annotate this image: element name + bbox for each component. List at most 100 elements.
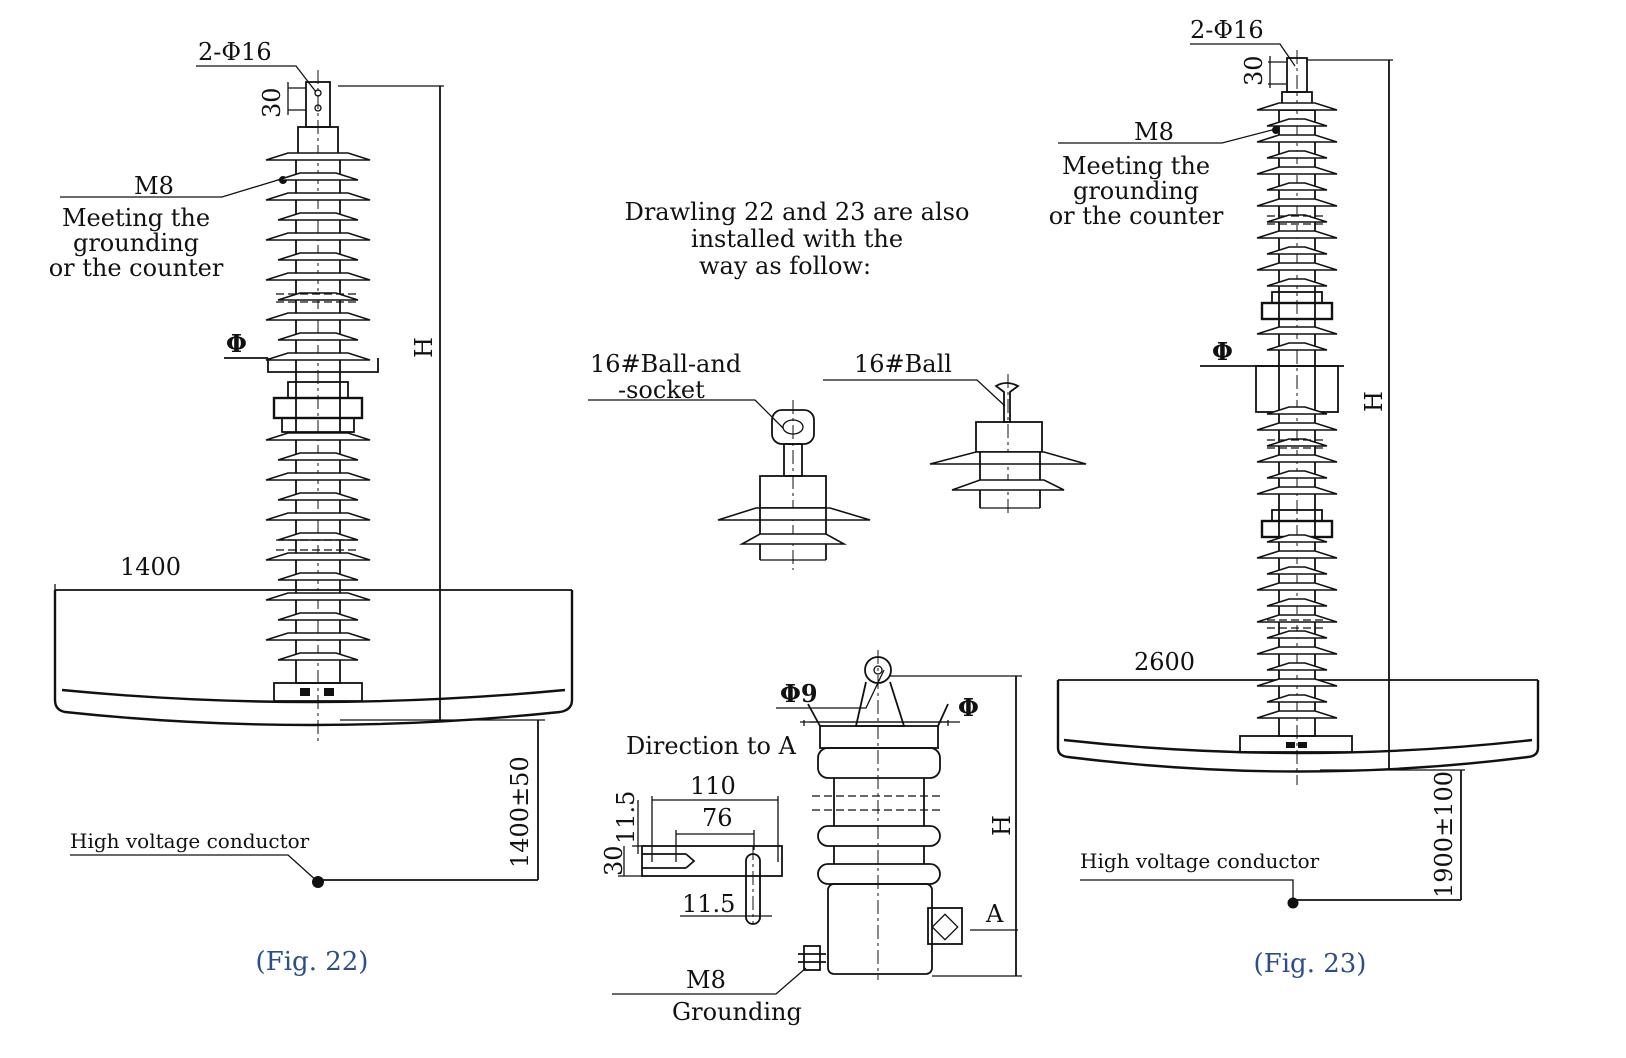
shed xyxy=(265,232,371,241)
shed xyxy=(1256,646,1338,655)
ball-socket-label-1: 16#Ball-and xyxy=(590,350,741,378)
detail-section-label: A xyxy=(985,900,1004,928)
detail-bolt-label: M8 xyxy=(686,966,726,994)
fig22-sheds xyxy=(265,152,371,661)
fig22-dim-30: 30 xyxy=(258,87,286,118)
shed xyxy=(1266,438,1328,447)
fig23-clearance-label: 1900±100 xyxy=(1430,771,1458,898)
intro-line-2: installed with the xyxy=(691,225,903,253)
fig22-note-line-1: Meeting the xyxy=(62,204,210,232)
shed xyxy=(265,512,371,521)
shed xyxy=(265,192,371,201)
fig23-top-hole-label: 2-Φ16 xyxy=(1190,16,1264,44)
fig22-conductor-curve xyxy=(61,688,566,704)
dim-11-5-top-label: 11.5 xyxy=(612,791,640,844)
ball-fitting xyxy=(823,374,1087,516)
shed xyxy=(265,432,371,441)
shed xyxy=(1266,214,1328,223)
ball-label: 16#Ball xyxy=(854,350,952,378)
shed xyxy=(277,612,359,621)
shed xyxy=(1256,230,1338,239)
intro-line-3: way as follow: xyxy=(699,252,871,280)
shed xyxy=(1256,454,1338,463)
shed xyxy=(1266,246,1328,255)
shed xyxy=(1266,470,1328,479)
direction-a-plate xyxy=(618,796,783,925)
shed xyxy=(277,172,359,181)
shed xyxy=(265,592,371,601)
shed xyxy=(277,252,359,261)
shed xyxy=(265,272,371,281)
shed xyxy=(277,532,359,541)
shed xyxy=(1266,662,1328,671)
shed xyxy=(277,452,359,461)
detail-hole-label: Φ9 xyxy=(780,679,818,708)
shed xyxy=(265,552,371,561)
fig22-phi-bracket xyxy=(267,358,379,373)
fig23-width-label: 2600 xyxy=(1134,648,1195,676)
shed xyxy=(1256,582,1338,591)
shed xyxy=(265,312,371,321)
shed xyxy=(1256,678,1338,687)
fig23-note-line-2: grounding xyxy=(1073,177,1199,205)
shed xyxy=(1266,342,1328,351)
shed xyxy=(277,652,359,661)
shed xyxy=(265,152,371,161)
fig23-phi-label: Φ xyxy=(1212,337,1233,366)
shed xyxy=(1256,326,1338,335)
detail-phi-label: Φ xyxy=(958,693,979,722)
fig22-note-line-3: or the counter xyxy=(49,254,224,282)
fig23-conductor-label: High voltage conductor xyxy=(1080,849,1320,873)
shed xyxy=(277,212,359,221)
fig23-base xyxy=(1239,735,1353,753)
dim-110-label: 110 xyxy=(690,772,736,800)
fig23-note-line-3: or the counter xyxy=(1049,202,1224,230)
fig22-note-line-2: grounding xyxy=(73,229,199,257)
fig23-caption: (Fig. 23) xyxy=(1254,949,1367,979)
fig22-clearance-label: 1400±50 xyxy=(506,756,534,868)
fig22-conductor-label: High voltage conductor xyxy=(70,829,310,853)
shed xyxy=(1256,166,1338,175)
shed xyxy=(1266,406,1328,415)
fig23-conductor-curve xyxy=(1063,738,1533,755)
fig22-caption: (Fig. 22) xyxy=(256,947,369,977)
shed xyxy=(1256,550,1338,559)
fig22-bolt-label: M8 xyxy=(134,172,174,200)
shed xyxy=(1256,422,1338,431)
fig23-conductor-frame xyxy=(1056,680,1540,773)
fig22-base xyxy=(273,682,363,702)
dim-76-label: 76 xyxy=(702,804,733,832)
shed xyxy=(277,572,359,581)
shed xyxy=(1256,102,1338,111)
shed xyxy=(1266,278,1328,287)
shed xyxy=(1266,630,1328,639)
shed xyxy=(1266,694,1328,703)
fig23-sheds xyxy=(1256,102,1338,719)
intro-line-1: Drawling 22 and 23 are also xyxy=(625,198,970,226)
shed xyxy=(265,472,371,481)
shed xyxy=(277,292,359,301)
fig22-width-label: 1400 xyxy=(120,553,181,581)
dim-11-5-bottom-label: 11.5 xyxy=(682,890,735,918)
shed xyxy=(1256,486,1338,495)
shed xyxy=(1266,598,1328,607)
shed xyxy=(1266,118,1328,127)
shed xyxy=(1266,566,1328,575)
fig22-conductor-frame xyxy=(53,590,574,727)
dim-30-label: 30 xyxy=(600,845,628,876)
shed xyxy=(1266,534,1328,543)
shed xyxy=(1266,182,1328,191)
shed xyxy=(265,632,371,641)
fig23-note-line-1: Meeting the xyxy=(1062,152,1210,180)
fig22-top-hole-label: 2-Φ16 xyxy=(198,38,272,66)
shed xyxy=(1256,262,1338,271)
detail-height-label: H xyxy=(988,815,1016,836)
ball-and-socket-fitting xyxy=(588,399,871,570)
bottom-detail-arrester xyxy=(612,650,1022,995)
shed xyxy=(1256,198,1338,207)
shed xyxy=(1256,710,1338,719)
fig23-dim-30: 30 xyxy=(1240,55,1268,86)
shed xyxy=(1256,134,1338,143)
fig22-height-label: H xyxy=(410,337,438,358)
